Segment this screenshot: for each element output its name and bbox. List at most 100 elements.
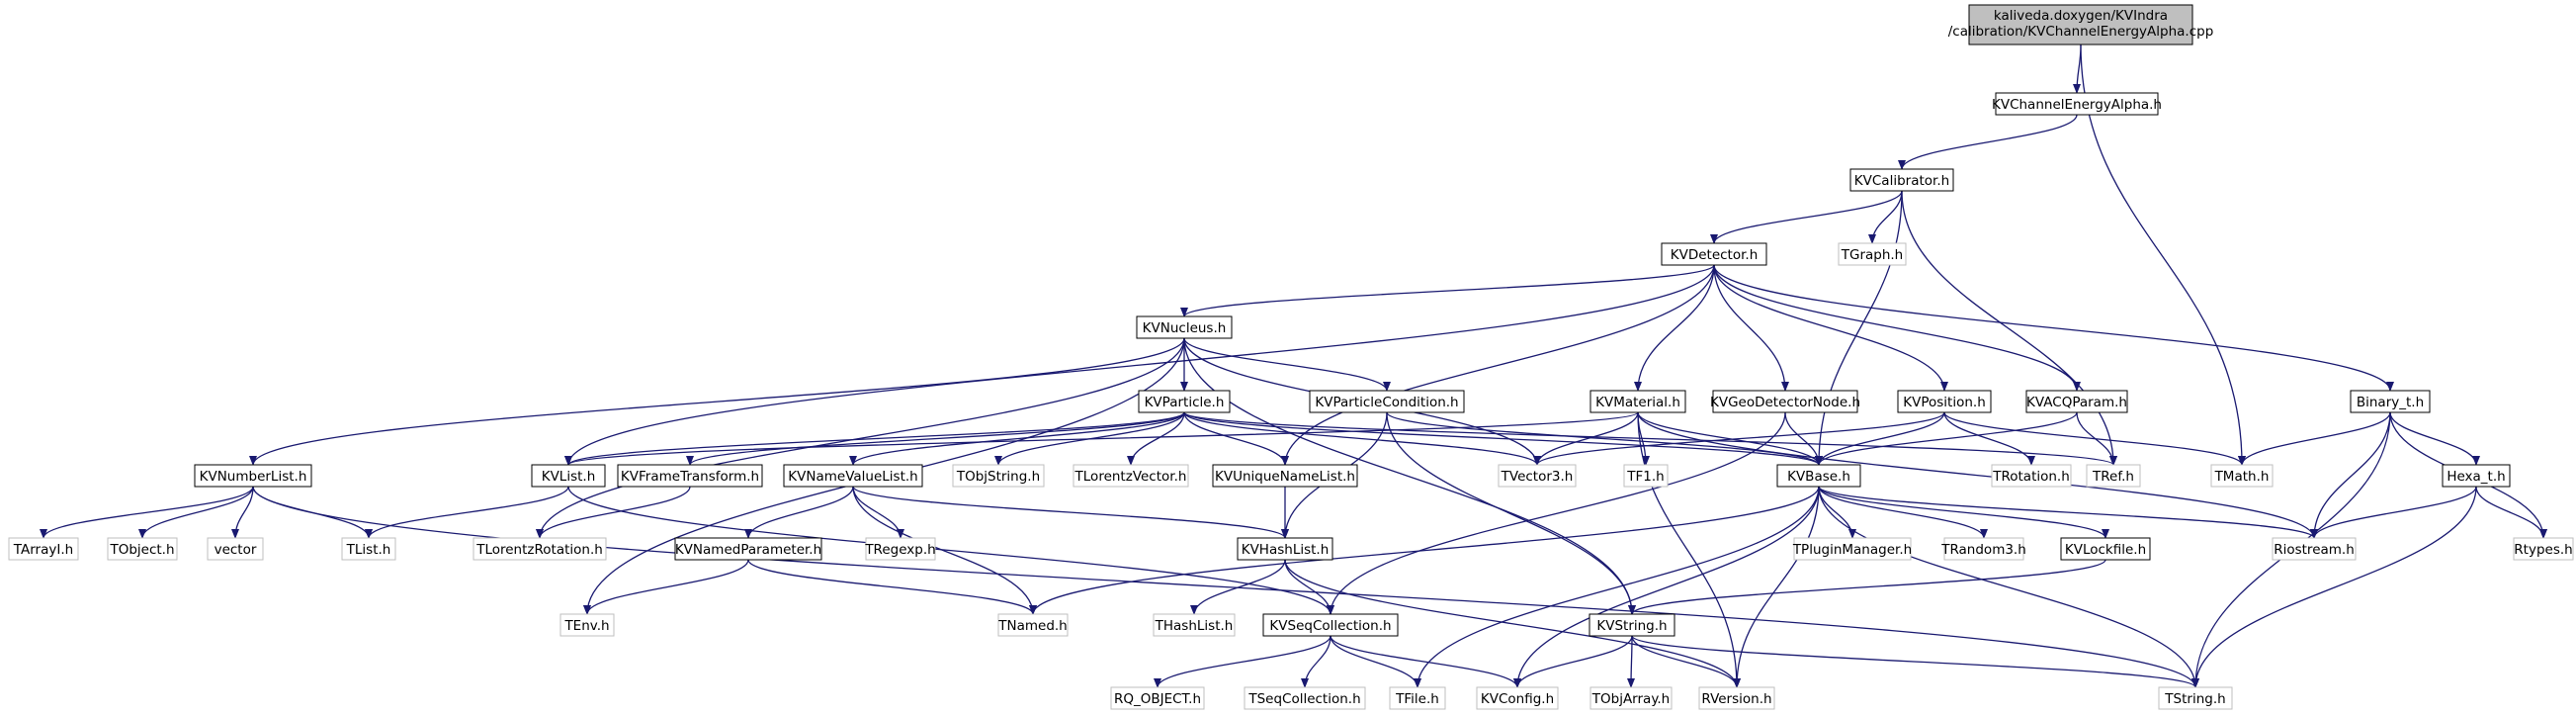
node-label-tarrayi: TArrayI.h: [13, 542, 73, 558]
node-box-tvector3: [1498, 464, 1577, 488]
node-kvchannelenergyalpha[interactable]: KVChannelEnergyAlpha.h: [1992, 92, 2162, 116]
node-label-rq-object: RQ_OBJECT.h: [1114, 691, 1201, 707]
root-label-line-1: kaliveda.doxygen/KVIndra: [1994, 8, 2168, 24]
edge-kvbase-to-kvlockfile: [1818, 486, 2109, 539]
node-label-kvparticle: KVParticle.h: [1145, 395, 1225, 410]
edge-kvdetector-to-kvlist: [564, 264, 1715, 466]
node-kvdetector[interactable]: KVDetector.h: [1661, 242, 1767, 266]
node-box-kvlist: [531, 464, 606, 488]
node-box-kvmaterial: [1589, 390, 1686, 413]
node-label-tenv: TEnv.h: [563, 618, 609, 634]
node-box-tf1: [1623, 464, 1669, 488]
node-box-trandom3: [1943, 537, 2024, 561]
node-label-tregexp: TRegexp.h: [864, 542, 935, 558]
node-box-kvcalibrator: [1849, 168, 1954, 192]
node-kvparticle[interactable]: KVParticle.h: [1138, 390, 1231, 413]
node-kvgeodetectornode[interactable]: KVGeoDetectorNode.h: [1710, 390, 1860, 413]
node-label-tpluginmanager: TPluginManager.h: [1792, 542, 1912, 558]
node-label-kvnucleus: KVNucleus.h: [1143, 320, 1227, 336]
node-kvconfig: KVConfig.h: [1476, 686, 1559, 710]
node-kvseqcollection[interactable]: KVSeqCollection.h: [1262, 613, 1399, 637]
node-label-tlorentzrotation: TLorentzRotation.h: [475, 542, 603, 558]
node-box-tnamed: [997, 613, 1069, 637]
edge-kvdetector-to-kvuniquenamelist: [1281, 264, 1715, 466]
node-box-riostream: [2272, 537, 2357, 561]
node-box-tpluginmanager: [1793, 537, 1912, 561]
node-kvhashlist[interactable]: KVHashList.h: [1237, 537, 1333, 561]
node-box-kvbase: [1776, 464, 1861, 488]
node-trandom3: TRandom3.h: [1940, 537, 2026, 561]
node-kvuniquenamelist[interactable]: KVUniqueNameList.h: [1212, 464, 1358, 488]
node-trotation: TRotation.h: [1991, 464, 2072, 488]
edge-kvnucleus-to-kvstring: [1183, 337, 1636, 615]
node-kvstring[interactable]: KVString.h: [1589, 613, 1675, 637]
node-binary-t[interactable]: Binary_t.h: [2350, 390, 2431, 413]
edge-kvhashlist-to-kvseqcollection: [1284, 559, 1334, 615]
node-riostream: Riostream.h: [2272, 537, 2357, 561]
node-vector: vector: [207, 537, 264, 561]
node-kvmaterial[interactable]: KVMaterial.h: [1589, 390, 1686, 413]
edge-kvseqcollection-to-kvconfig: [1330, 635, 1521, 688]
node-label-tlorentzvector: TLorentzVector.h: [1074, 469, 1187, 485]
node-tf1: TF1.h: [1623, 464, 1669, 488]
edge-hexa-t-to-tstring: [2191, 486, 2477, 688]
node-label-tmath: TMath.h: [2214, 469, 2270, 485]
edge-kvposition-to-kvbase: [1815, 411, 1945, 466]
node-kvparticlecondition[interactable]: KVParticleCondition.h: [1309, 390, 1465, 413]
node-box-binary-t: [2350, 390, 2431, 413]
edge-kvcalibrator-to-tref: [1901, 190, 2117, 466]
node-box-tobject: [107, 537, 178, 561]
node-kvnumberlist[interactable]: KVNumberList.h: [194, 464, 312, 488]
node-tstring: TString.h: [2158, 686, 2233, 710]
node-label-tnamed: TNamed.h: [997, 618, 1068, 634]
edge-kvnumberlist-to-tstring: [252, 486, 2199, 688]
node-tgraph: TGraph.h: [1838, 242, 1907, 266]
node-box-kvposition: [1897, 390, 1992, 413]
edge-kvparticle-to-kvlist: [564, 411, 1185, 466]
node-kvacqparam[interactable]: KVACQParam.h: [2025, 390, 2128, 413]
edge-kvmaterial-to-kvlist: [564, 411, 1639, 466]
edge-kvnumberlist-to-vector: [231, 486, 254, 539]
node-box-tgraph: [1838, 242, 1907, 266]
edge-kvstring-to-rversion: [1631, 635, 1741, 688]
node-hexa-t[interactable]: Hexa_t.h: [2442, 464, 2511, 488]
node-box-tstring: [2158, 686, 2233, 710]
node-box-kvnumberlist: [194, 464, 312, 488]
edge-hexa-t-to-riostream: [2310, 486, 2477, 539]
node-thashlist: THashList.h: [1153, 613, 1236, 637]
node-label-kvcalibrator: KVCalibrator.h: [1854, 173, 1949, 189]
node-kvnamevaluelist[interactable]: KVNameValueList.h: [783, 464, 923, 488]
edge-hexa-t-to-rtypes: [2475, 486, 2547, 539]
node-kvlist[interactable]: KVList.h: [531, 464, 606, 488]
edge-kvdetector-to-binary-t: [1713, 264, 2394, 392]
node-kvnamedparameter[interactable]: KVNamedParameter.h: [674, 537, 822, 561]
node-kvbase[interactable]: KVBase.h: [1776, 464, 1861, 488]
node-box-rtypes: [2513, 537, 2574, 561]
node-kvframetransform[interactable]: KVFrameTransform.h: [617, 464, 763, 488]
node-box-thashlist: [1153, 613, 1236, 637]
node-label-tobject: TObject.h: [109, 542, 174, 558]
node-label-kvacqparam: KVACQParam.h: [2026, 395, 2127, 410]
node-box-kvstring: [1589, 613, 1675, 637]
node-label-kvdetector: KVDetector.h: [1671, 247, 1759, 263]
node-kvposition[interactable]: KVPosition.h: [1897, 390, 1992, 413]
edge-kvstring-to-tobjarray: [1627, 635, 1636, 688]
node-kvnucleus[interactable]: KVNucleus.h: [1136, 315, 1233, 339]
node-tobjarray: TObjArray.h: [1589, 686, 1673, 710]
node-box-tmath: [2210, 464, 2274, 488]
node-rq-object: RQ_OBJECT.h: [1110, 686, 1205, 710]
edge-root-to-tmath: [2080, 44, 2246, 466]
edge-kvnumberlist-to-tarrayi: [40, 486, 254, 539]
node-box-kvuniquenamelist: [1212, 464, 1358, 488]
node-box-tlorentzrotation: [472, 537, 607, 561]
edge-kvcalibrator-to-tgraph: [1868, 190, 1903, 244]
node-tvector3: TVector3.h: [1498, 464, 1577, 488]
edges-layer: [40, 44, 2547, 688]
edge-kvcalibrator-to-kvbase: [1815, 190, 1903, 466]
node-kvcalibrator[interactable]: KVCalibrator.h: [1849, 168, 1954, 192]
nodes-layer: kaliveda.doxygen/KVIndra/calibration/KVC…: [8, 4, 2574, 710]
edge-kvseqcollection-to-tseqcollection: [1301, 635, 1331, 688]
edge-kvcalibrator-to-kvdetector: [1710, 190, 1903, 244]
node-kvlockfile[interactable]: KVLockfile.h: [2060, 537, 2151, 561]
